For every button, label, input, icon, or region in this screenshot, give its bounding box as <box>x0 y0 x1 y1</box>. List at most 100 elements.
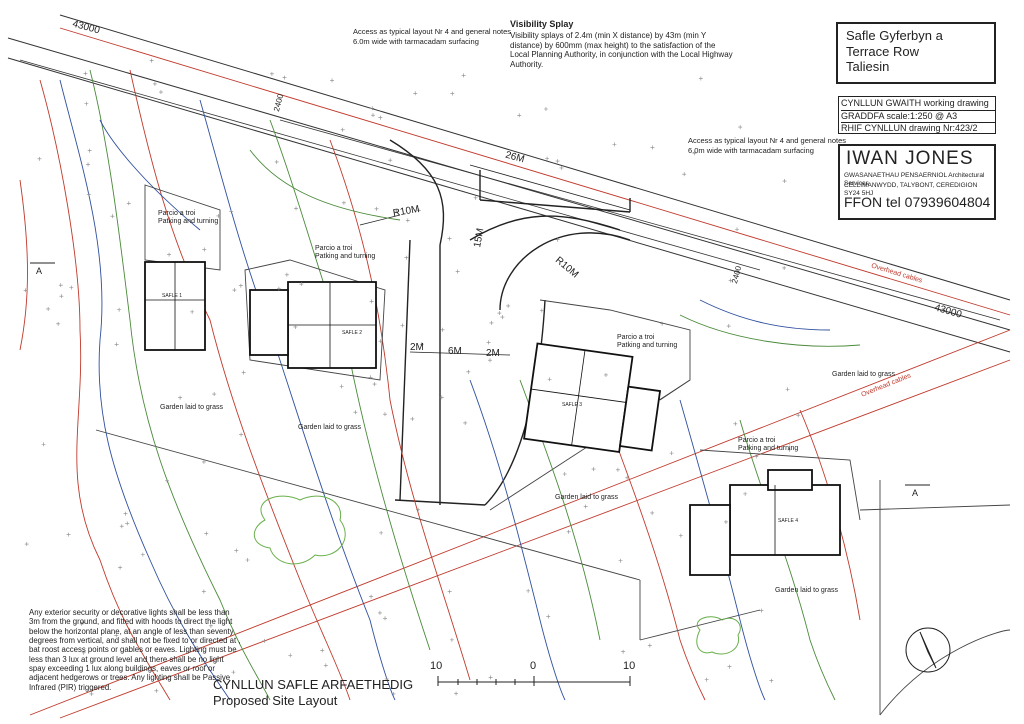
spot-level-mark <box>123 511 128 516</box>
spot-level-mark <box>727 664 732 669</box>
spot-level-mark <box>284 272 289 277</box>
spot-level-mark <box>612 142 617 147</box>
spot-level-mark <box>450 91 455 96</box>
spot-level-mark <box>388 158 393 163</box>
spot-level-mark <box>447 589 452 594</box>
spot-level-mark <box>81 650 86 655</box>
spot-level-mark <box>165 478 170 483</box>
spot-level-mark <box>743 491 748 496</box>
spot-level-mark <box>669 451 674 456</box>
spot-level-mark <box>23 288 28 293</box>
section-marker-a-left: A <box>36 266 43 276</box>
architect-name: IWAN JONES <box>846 148 974 169</box>
spot-level-mark <box>294 206 299 211</box>
spot-level-mark <box>769 678 774 683</box>
plot-label-4: SAFLE 1 <box>162 293 183 299</box>
spot-level-mark <box>126 201 131 206</box>
spot-level-mark <box>391 691 396 696</box>
spot-level-mark <box>204 531 209 536</box>
spot-level-mark <box>369 594 374 599</box>
dimension-lines <box>359 164 631 356</box>
spot-level-mark <box>506 303 511 308</box>
spot-level-mark <box>341 200 346 205</box>
spot-level-mark <box>488 675 493 680</box>
spot-level-mark <box>288 653 293 658</box>
architect-address: CELLIMANWYDD, TALYBONT, CEREDIGION SY24 … <box>844 182 978 197</box>
spot-level-mark <box>114 342 119 347</box>
spot-level-mark <box>83 71 88 76</box>
spot-level-mark <box>59 294 64 299</box>
spot-level-mark <box>728 278 733 283</box>
plot-label-2: SAFLE 3 <box>562 402 583 408</box>
spot-level-mark <box>154 688 159 693</box>
scale-label-zero: 0 <box>530 660 537 672</box>
spot-level-mark <box>591 467 596 472</box>
spot-level-mark <box>440 327 445 332</box>
spot-level-mark <box>449 637 454 642</box>
spot-level-mark <box>238 283 243 288</box>
garden-label-4: Garden laid to grass <box>832 371 896 378</box>
spot-level-mark <box>374 206 379 211</box>
spot-level-mark <box>416 507 421 512</box>
spot-level-mark <box>455 269 460 274</box>
spot-level-mark <box>439 395 444 400</box>
spot-level-mark <box>759 608 764 613</box>
spot-level-mark <box>546 614 551 619</box>
spot-level-mark <box>461 73 466 78</box>
spot-level-mark <box>368 375 373 380</box>
spot-level-mark <box>339 384 344 389</box>
spot-level-mark <box>410 416 415 421</box>
spot-level-mark <box>125 521 130 526</box>
spot-level-mark <box>79 621 84 626</box>
spot-level-mark <box>117 307 122 312</box>
spot-level-mark <box>555 237 560 242</box>
spot-level-mark <box>84 101 89 106</box>
garden-label-2: Garden laid to grass <box>298 424 362 431</box>
spot-level-mark <box>416 208 421 213</box>
spot-level-mark <box>566 529 571 534</box>
spot-level-mark <box>698 76 703 81</box>
spot-level-mark <box>372 382 377 387</box>
garden-label-3: Garden laid to grass <box>555 494 619 501</box>
spot-level-mark <box>487 358 492 363</box>
visibility-splay-text: Visibility splays of 2.4m (min X distanc… <box>510 31 733 69</box>
spot-levels <box>23 58 801 696</box>
spot-level-mark <box>370 113 375 118</box>
section-markers <box>30 262 930 486</box>
plot-label-1: SAFLE 4 <box>778 518 799 524</box>
access-note-1-line-1: Access as typical layout Nr 4 and genera… <box>353 27 512 36</box>
access-road <box>389 139 631 506</box>
house-plot-4 <box>144 261 206 351</box>
spot-level-mark <box>647 643 652 648</box>
spot-level-mark <box>454 691 459 696</box>
site-address-box: Safle Gyferbyn a Terrace Row Taliesin <box>836 22 996 84</box>
architect-phone: FFON tel 07939604804 <box>844 194 991 210</box>
spot-level-mark <box>140 552 145 557</box>
working-drawing-label: CYNLLUN GWAITH working drawing <box>841 98 989 108</box>
spot-level-mark <box>370 106 375 111</box>
layout-title-welsh: CYNLLUN SAFLE ARFAETHEDIG <box>213 677 414 692</box>
spot-level-mark <box>785 387 790 392</box>
spot-level-mark <box>733 421 738 426</box>
spot-level-mark <box>500 315 505 320</box>
architect-services: GWASANAETHAU PENSAERNIOL Architectural S… <box>844 172 985 187</box>
house-plot-3 <box>249 281 377 369</box>
spot-level-mark <box>692 151 697 156</box>
overhead-cables <box>29 27 1011 719</box>
section-marker-a-right: A <box>912 488 919 498</box>
spot-level-mark <box>216 213 221 218</box>
spot-level-mark <box>559 165 564 170</box>
drawing-number-label: RHIF CYNLLUN drawing Nr:423/2 <box>841 122 995 134</box>
spot-level-mark <box>517 113 522 118</box>
house-plot-1 <box>689 469 841 576</box>
spot-level-mark <box>202 247 207 252</box>
spot-level-mark <box>299 282 304 287</box>
house-plot-2 <box>523 342 662 453</box>
spot-level-mark <box>726 324 731 329</box>
spot-level-mark <box>114 633 119 638</box>
scale-label-right: 10 <box>623 660 636 672</box>
spot-level-mark <box>201 589 206 594</box>
garden-label-1: Garden laid to grass <box>160 404 224 411</box>
drawing-info-box: CYNLLUN GWAITH working drawing GRADDFA s… <box>838 96 996 134</box>
